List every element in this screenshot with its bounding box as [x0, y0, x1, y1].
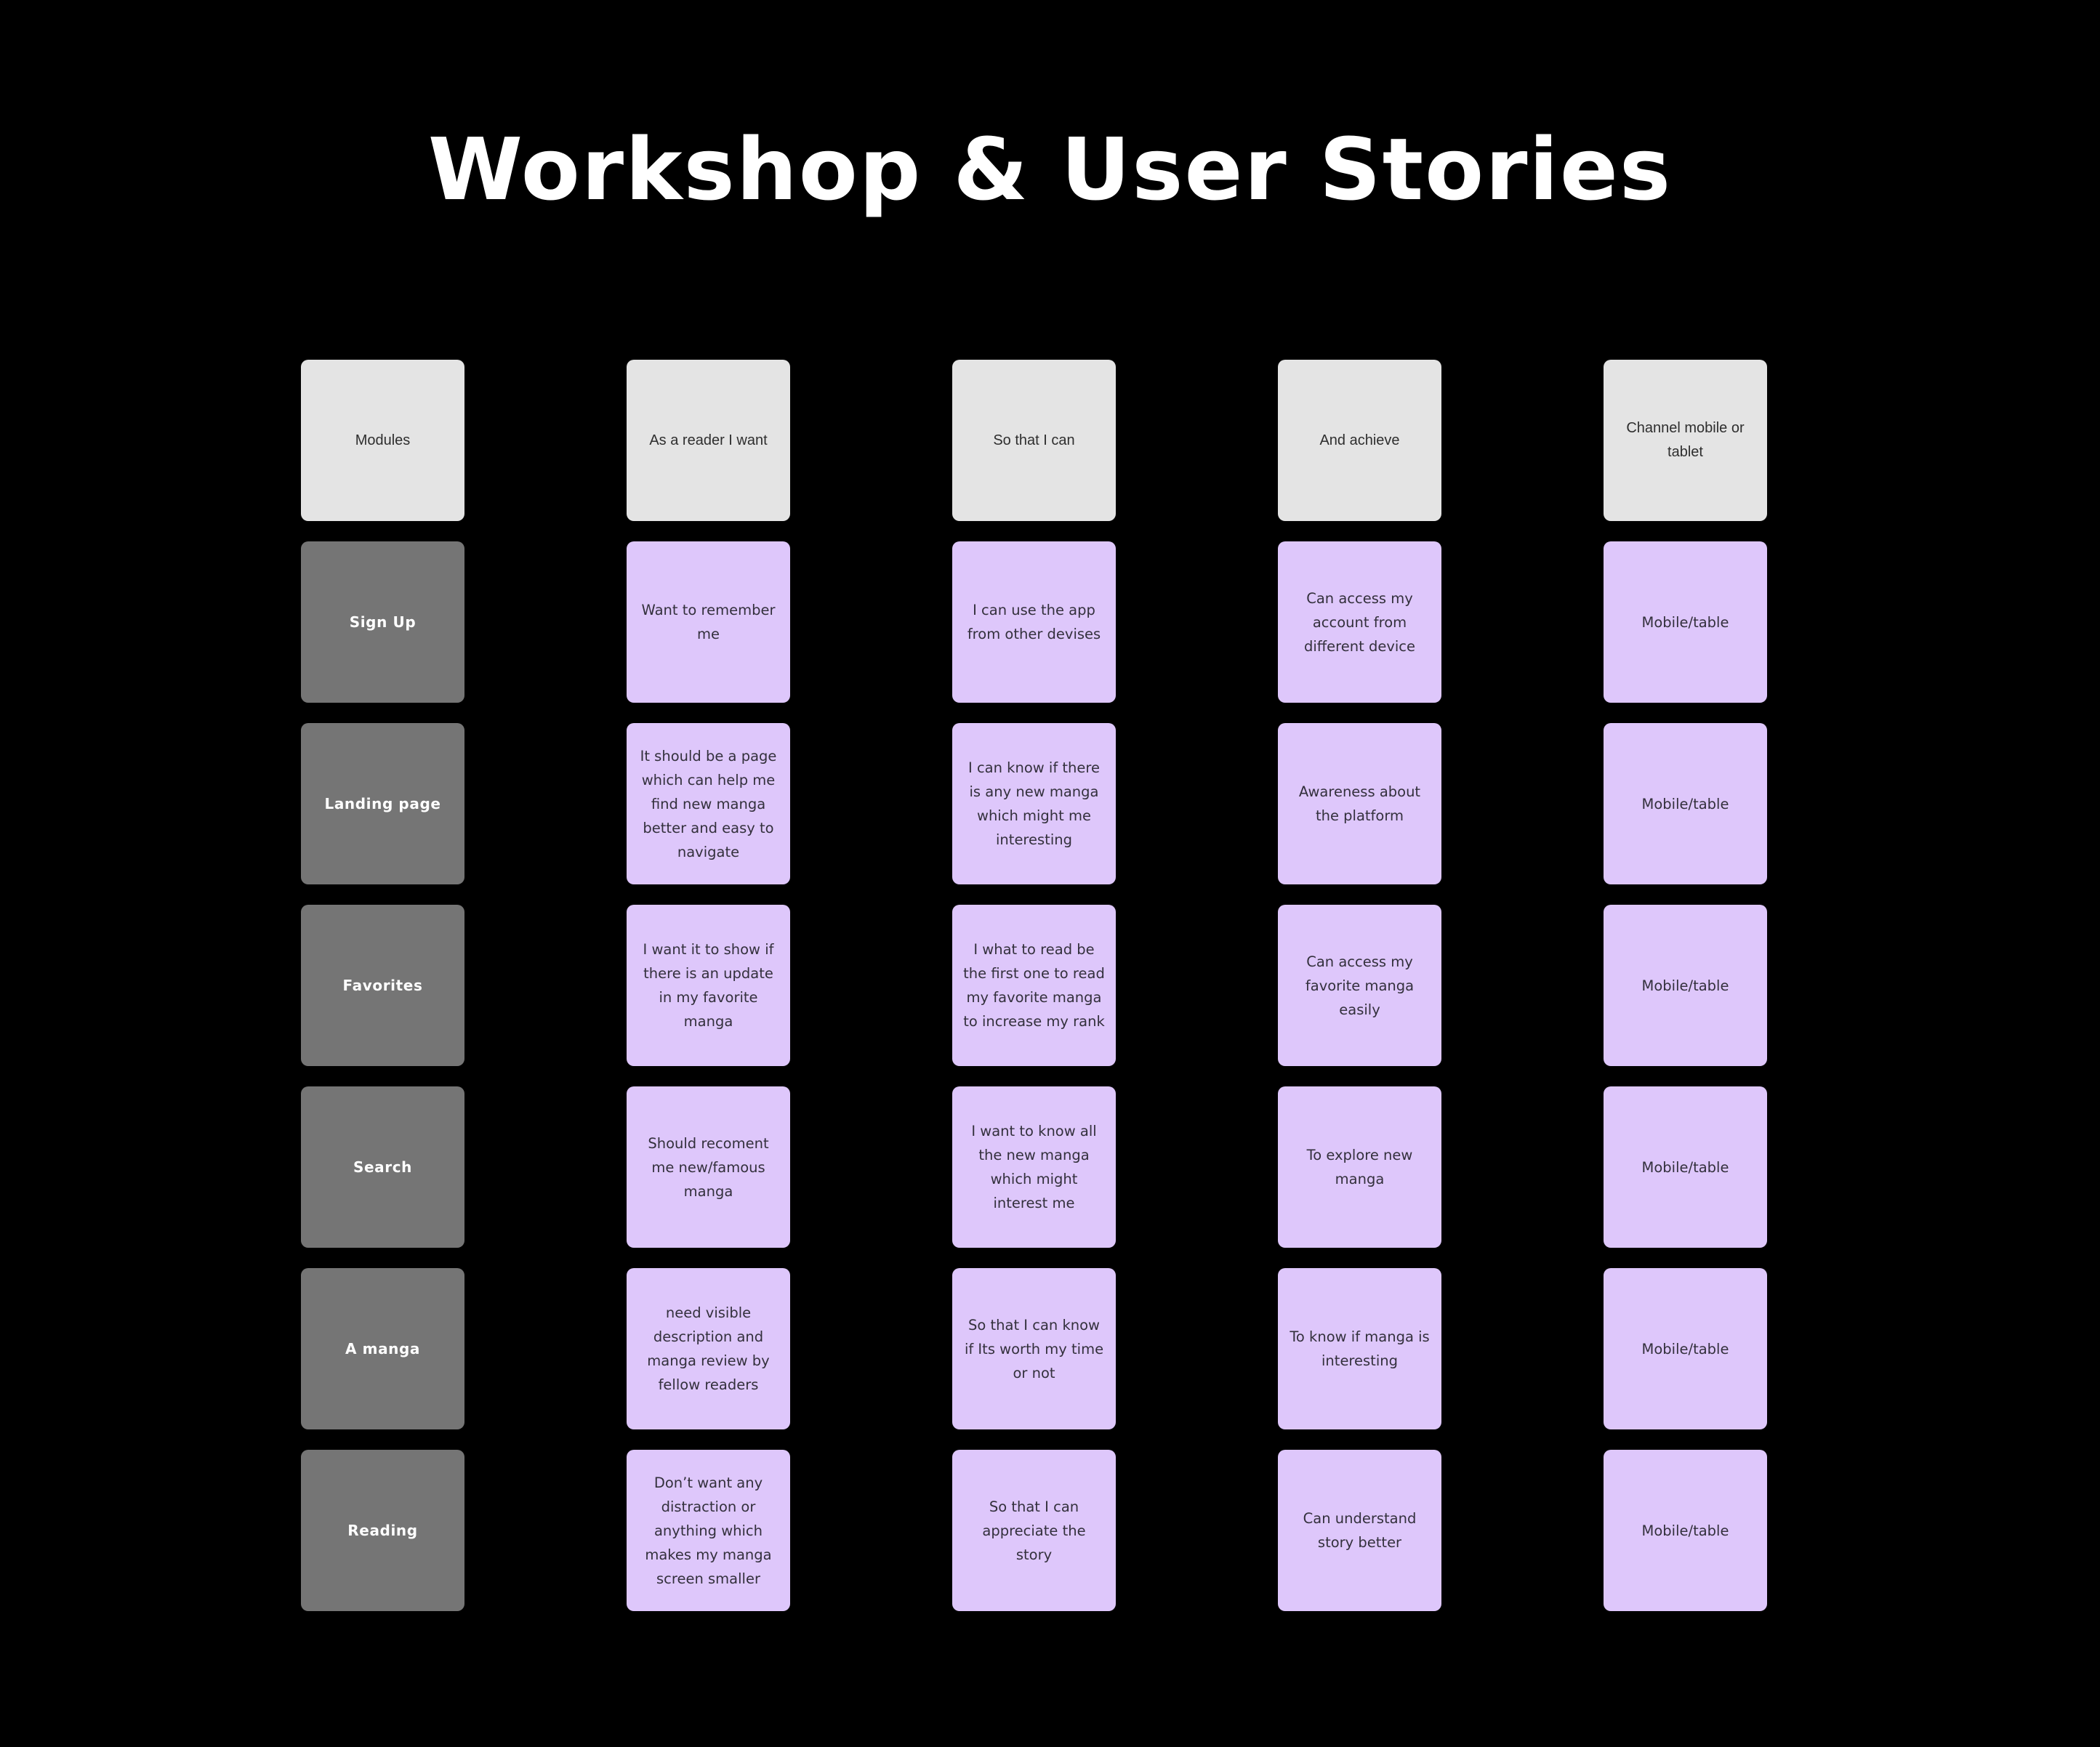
story-card-channel[interactable]: Mobile/table	[1604, 1268, 1767, 1429]
story-card-want[interactable]: I want it to show if there is an update …	[627, 905, 790, 1066]
story-card-label: I can use the app from other devises	[967, 602, 1101, 642]
story-card-so-that[interactable]: I can know if there is any new manga whi…	[952, 723, 1116, 884]
story-card-label: Mobile/table	[1641, 1158, 1729, 1176]
story-card-so-that[interactable]: I what to read be the first one to read …	[952, 905, 1116, 1066]
module-card[interactable]: Landing page	[301, 723, 464, 884]
story-card-want[interactable]: Want to remember me	[627, 541, 790, 703]
story-card-label: So that I can appreciate the story	[982, 1498, 1086, 1563]
story-card-want[interactable]: It should be a page which can help me fi…	[627, 723, 790, 884]
story-card-label: To explore new manga	[1306, 1147, 1413, 1187]
story-card-want[interactable]: need visible description and manga revie…	[627, 1268, 790, 1429]
header-card-label: As a reader I want	[649, 432, 768, 448]
module-card[interactable]: Favorites	[301, 905, 464, 1066]
story-card-label: It should be a page which can help me fi…	[640, 747, 777, 860]
grid-row: Search Should recoment me new/famous man…	[301, 1086, 1774, 1248]
story-card-achieve[interactable]: To know if manga is interesting	[1278, 1268, 1441, 1429]
story-card-label: Awareness about the platform	[1298, 783, 1421, 824]
story-card-label: Mobile/table	[1641, 795, 1729, 812]
story-card-so-that[interactable]: I can use the app from other devises	[952, 541, 1116, 703]
story-card-want[interactable]: Don’t want any distraction or anything w…	[627, 1450, 790, 1611]
story-card-so-that[interactable]: I want to know all the new manga which m…	[952, 1086, 1116, 1248]
story-card-so-that[interactable]: So that I can appreciate the story	[952, 1450, 1116, 1611]
header-card-channel[interactable]: Channel mobile or tablet	[1604, 360, 1767, 521]
header-card-label: Channel mobile or tablet	[1626, 420, 1745, 460]
story-card-label: Mobile/table	[1641, 977, 1729, 994]
module-card-label: Reading	[347, 1521, 418, 1539]
story-card-label: Can access my account from different dev…	[1303, 589, 1416, 655]
module-card-label: A manga	[345, 1339, 421, 1357]
grid-row: Sign Up Want to remember me I can use th…	[301, 541, 1774, 703]
story-card-label: To know if manga is interesting	[1290, 1328, 1430, 1369]
module-card-label: Search	[353, 1158, 413, 1176]
header-card-label: Modules	[355, 432, 411, 448]
header-card-so-that-i-can[interactable]: So that I can	[952, 360, 1116, 521]
story-card-achieve[interactable]: Can understand story better	[1278, 1450, 1441, 1611]
grid-row: Landing page It should be a page which c…	[301, 723, 1774, 884]
story-card-label: Can understand story better	[1303, 1510, 1417, 1551]
story-card-label: Mobile/table	[1641, 1340, 1729, 1357]
grid-header-row: Modules As a reader I want So that I can…	[301, 360, 1774, 521]
story-card-label: Should recoment me new/famous manga	[648, 1134, 769, 1200]
module-card[interactable]: Reading	[301, 1450, 464, 1611]
story-card-label: I can know if there is any new manga whi…	[968, 759, 1100, 848]
module-card-label: Favorites	[342, 976, 423, 994]
story-card-channel[interactable]: Mobile/table	[1604, 723, 1767, 884]
user-story-grid: Modules As a reader I want So that I can…	[301, 360, 1774, 1631]
grid-row: Favorites I want it to show if there is …	[301, 905, 1774, 1066]
story-card-label: I want it to show if there is an update …	[643, 941, 774, 1030]
story-card-achieve[interactable]: To explore new manga	[1278, 1086, 1441, 1248]
story-card-label: Mobile/table	[1641, 1522, 1729, 1539]
header-card-as-a-reader-i-want[interactable]: As a reader I want	[627, 360, 790, 521]
story-card-label: I what to read be the first one to read …	[963, 941, 1105, 1030]
story-card-label: Can access my favorite manga easily	[1305, 953, 1415, 1018]
story-card-label: Mobile/table	[1641, 613, 1729, 631]
story-card-so-that[interactable]: So that I can know if Its worth my time …	[952, 1268, 1116, 1429]
module-card[interactable]: Sign Up	[301, 541, 464, 703]
story-card-channel[interactable]: Mobile/table	[1604, 905, 1767, 1066]
story-card-label: So that I can know if Its worth my time …	[964, 1316, 1104, 1381]
header-card-label: And achieve	[1319, 432, 1400, 448]
module-card[interactable]: A manga	[301, 1268, 464, 1429]
module-card-label: Sign Up	[349, 613, 417, 631]
grid-row: Reading Don’t want any distraction or an…	[301, 1450, 1774, 1611]
story-card-label: I want to know all the new manga which m…	[971, 1123, 1097, 1211]
story-card-label: need visible description and manga revie…	[647, 1304, 770, 1393]
grid-row: A manga need visible description and man…	[301, 1268, 1774, 1429]
story-card-achieve[interactable]: Awareness about the platform	[1278, 723, 1441, 884]
page-title: Workshop & User Stories	[427, 119, 1673, 219]
story-card-achieve[interactable]: Can access my account from different dev…	[1278, 541, 1441, 703]
story-card-label: Want to remember me	[641, 602, 776, 642]
story-card-channel[interactable]: Mobile/table	[1604, 1450, 1767, 1611]
module-card-label: Landing page	[324, 794, 441, 812]
story-card-want[interactable]: Should recoment me new/famous manga	[627, 1086, 790, 1248]
story-card-channel[interactable]: Mobile/table	[1604, 1086, 1767, 1248]
story-card-channel[interactable]: Mobile/table	[1604, 541, 1767, 703]
module-card[interactable]: Search	[301, 1086, 464, 1248]
header-card-label: So that I can	[993, 432, 1075, 448]
story-card-achieve[interactable]: Can access my favorite manga easily	[1278, 905, 1441, 1066]
header-card-modules[interactable]: Modules	[301, 360, 464, 521]
header-card-and-achieve[interactable]: And achieve	[1278, 360, 1441, 521]
story-card-label: Don’t want any distraction or anything w…	[645, 1474, 772, 1587]
